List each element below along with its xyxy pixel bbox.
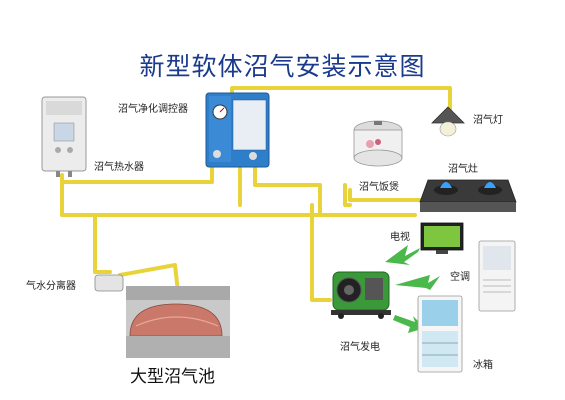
tank-label: 大型沼气池	[130, 367, 215, 387]
pipe-purifier-out	[253, 166, 322, 217]
pipe-to-heater	[60, 166, 214, 184]
power-arrows	[385, 245, 440, 333]
air-conditioner-icon	[478, 240, 516, 312]
pipe-to-tank	[118, 263, 180, 294]
water-heater-icon	[40, 95, 88, 177]
generator-label: 沼气发电	[340, 342, 380, 353]
pipe-to-cooker	[343, 183, 352, 207]
separator-label: 气水分离器	[26, 281, 76, 292]
water-heater-label: 沼气热水器	[94, 162, 144, 173]
lamp-label: 沼气灯	[473, 115, 503, 126]
stove-icon	[418, 172, 518, 216]
pipe-to-separator	[93, 213, 112, 274]
rice-cooker-icon	[350, 118, 406, 168]
page-title: 新型软体沼气安装示意图	[139, 52, 426, 81]
purifier-icon	[205, 92, 270, 168]
separator-icon	[94, 272, 124, 294]
pipe-to-stove	[348, 188, 432, 202]
fridge-icon	[417, 295, 463, 373]
generator-icon	[325, 262, 397, 320]
stove-label: 沼气灶	[448, 164, 478, 175]
arrow-to-fridge	[393, 315, 425, 333]
fridge-label: 冰箱	[473, 360, 493, 371]
pipe-trunk	[60, 180, 417, 217]
rice-cooker-label: 沼气饭煲	[359, 182, 399, 193]
arrow-to-ac	[395, 275, 440, 290]
tv-label: 电视	[390, 232, 410, 243]
ac-label: 空调	[450, 272, 470, 283]
lamp-icon	[428, 105, 468, 139]
pipe-to-lamp	[230, 86, 452, 112]
pipe-to-generator	[310, 213, 332, 302]
purifier-label: 沼气净化调控器	[118, 104, 188, 115]
arrow-to-tv	[385, 245, 420, 265]
tv-icon	[420, 222, 464, 256]
biogas-tank-icon	[126, 286, 230, 358]
